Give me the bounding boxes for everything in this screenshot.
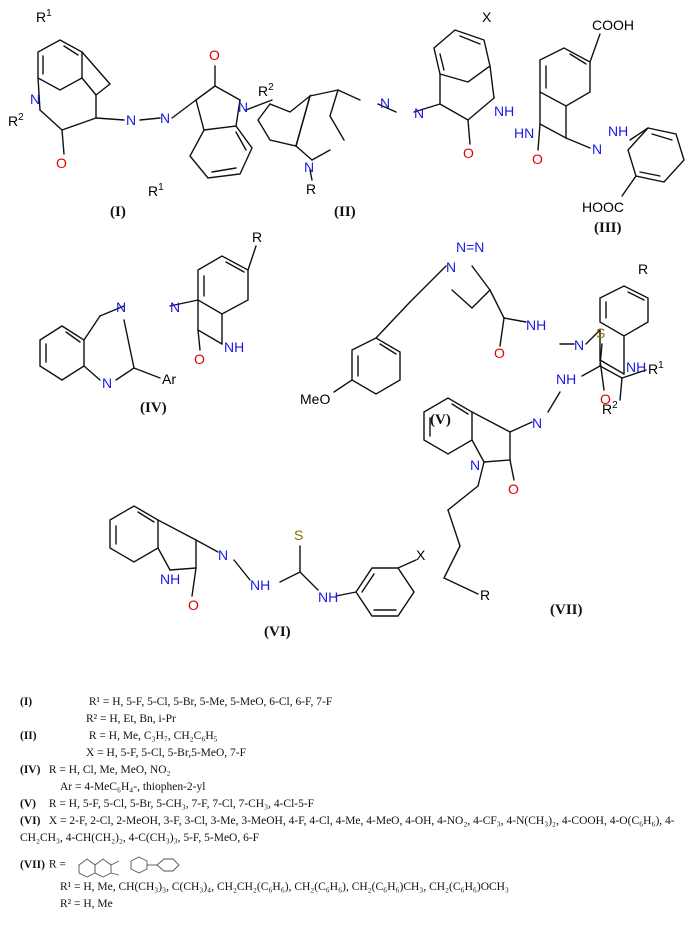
atom-N: N [160, 110, 170, 126]
atom-N: N [30, 91, 40, 107]
structure-label-II: (II) [334, 204, 356, 220]
structure-VI [109, 505, 417, 617]
atom-S: S [596, 325, 605, 341]
structure-I [37, 39, 273, 179]
triazole-N: N=N [456, 239, 484, 255]
legend-entry-I: (I) R¹ = H, 5-F, 5-Cl, 5-Br, 5-Me, 5-MeO… [20, 694, 690, 711]
structure-III [537, 33, 685, 197]
legend-entry-V: (V) R = H, 5-F, 5-Cl, 5-Br, 5-CH₃, 7-F, … [20, 796, 690, 813]
structure-label-IV: (IV) [140, 400, 167, 416]
structure-label-V: (V) [430, 412, 451, 428]
structure-IV [39, 245, 257, 381]
atom-NH: NH [608, 123, 628, 139]
atom-R1: R1 [36, 8, 52, 25]
atom-O: O [56, 155, 67, 171]
atom-N: N [470, 457, 480, 473]
atom-O: O [194, 351, 205, 367]
atom-N: N [304, 159, 314, 175]
structures-diagram: R1 R2 N O N N O N R2 R1 X NH O N N N R C… [8, 8, 685, 617]
atom-O: O [463, 145, 474, 161]
atom-N: N [238, 99, 248, 115]
atom-Ar: Ar [162, 371, 176, 387]
atom-R1: R1 [148, 182, 164, 199]
atom-R: R [306, 181, 316, 197]
atom-R2: R2 [602, 400, 618, 417]
atom-N: N [446, 259, 456, 275]
atom-N: N [102, 375, 112, 391]
atom-NH: NH [626, 359, 646, 375]
atom-N: N [592, 141, 602, 157]
structure-V [333, 265, 649, 395]
legend-text: R² = H, Et, Bn, i-Pr [86, 713, 176, 725]
legend-entry-VI: (VI) X = 2-F, 2-Cl, 2-MeOH, 3-F, 3-Cl, 3… [20, 813, 690, 847]
atom-NH: NH [556, 371, 576, 387]
legend-entry-II: (II) R = H, Me, C₃H₇, CH₂C₆H₅ [20, 728, 690, 745]
atom-N: N [574, 337, 584, 353]
atom-N: N [414, 105, 424, 121]
atom-R2: R2 [258, 82, 274, 99]
atom-X: X [416, 547, 426, 563]
legend-text: R = H, Me, C₃H₇, CH₂C₆H₅ [88, 730, 218, 742]
legend-text: R¹ = H, 5-F, 5-Cl, 5-Br, 5-Me, 5-MeO, 6-… [88, 696, 333, 708]
legend-text: X = 2-F, 2-Cl, 2-MeOH, 3-F, 3-Cl, 3-Me, … [20, 815, 675, 844]
legend-text: R = H, Cl, Me, MeO, NO₂ [48, 764, 171, 776]
atom-O: O [188, 597, 199, 613]
legend-text: Ar = 4-MeC₆H₄-, thiophen-2-yl [60, 781, 206, 793]
legend-entry-VII: (VII) R = [20, 851, 690, 879]
atom-N: N [380, 95, 390, 111]
atom-N: N [532, 415, 542, 431]
atom-NH: NH [160, 571, 180, 587]
legend-number: (II) [20, 730, 37, 742]
atom-N: N [116, 299, 126, 315]
atom-HN: HN [514, 125, 534, 141]
isoquinoline-piperazine-icon [78, 856, 180, 878]
legend-number: (VII) [20, 858, 45, 871]
atom-NH: NH [494, 103, 514, 119]
atom-R2: R2 [8, 112, 24, 129]
atom-NH: NH [318, 589, 338, 605]
group-MeO: MeO [300, 391, 330, 407]
legend-number: (IV) [20, 764, 41, 776]
atom-N: N [170, 299, 180, 315]
atom-R1: R1 [648, 360, 664, 377]
legend-entry-IV: (IV) R = H, Cl, Me, MeO, NO₂ [20, 762, 690, 779]
atom-R: R [480, 587, 490, 603]
group-COOH: COOH [592, 17, 634, 33]
legend-text: X = H, 5-F, 5-Cl, 5-Br,5-MeO, 7-F [86, 747, 247, 759]
legend-number: (VI) [20, 815, 41, 827]
legend-text: R = H, 5-F, 5-Cl, 5-Br, 5-CH₃, 7-F, 7-Cl… [48, 798, 315, 810]
legend-text: R¹ = H, Me, CH(CH₃)₃, C(CH₃)₄, CH₂CH₂(C₆… [60, 881, 509, 893]
atom-R: R [252, 229, 262, 245]
structure-label-VI: (VI) [264, 624, 291, 640]
legend-number: (V) [20, 798, 36, 810]
structure-label-VII: (VII) [550, 602, 583, 618]
atom-X: X [482, 9, 492, 25]
structure-II [257, 29, 495, 181]
atom-O: O [532, 151, 543, 167]
structure-label-III: (III) [594, 220, 622, 236]
atom-O: O [600, 391, 611, 407]
legend-number: (I) [20, 696, 33, 708]
atom-N: N [126, 112, 136, 128]
atom-NH: NH [250, 577, 270, 593]
legend-text: R = [48, 858, 69, 871]
structure-VII [423, 343, 647, 595]
atom-NH: NH [526, 317, 546, 333]
substituent-legend: (I) R¹ = H, 5-F, 5-Cl, 5-Br, 5-Me, 5-MeO… [20, 694, 690, 913]
atom-N: N [218, 547, 228, 563]
group-HOOC: HOOC [582, 199, 624, 215]
legend-text: R² = H, Me [60, 898, 113, 910]
atom-O: O [494, 345, 505, 361]
structure-label-I: (I) [110, 204, 126, 220]
atom-NH: NH [224, 339, 244, 355]
atom-S: S [294, 527, 303, 543]
atom-O: O [209, 47, 220, 63]
atom-R: R [638, 261, 648, 277]
atom-O: O [508, 481, 519, 497]
